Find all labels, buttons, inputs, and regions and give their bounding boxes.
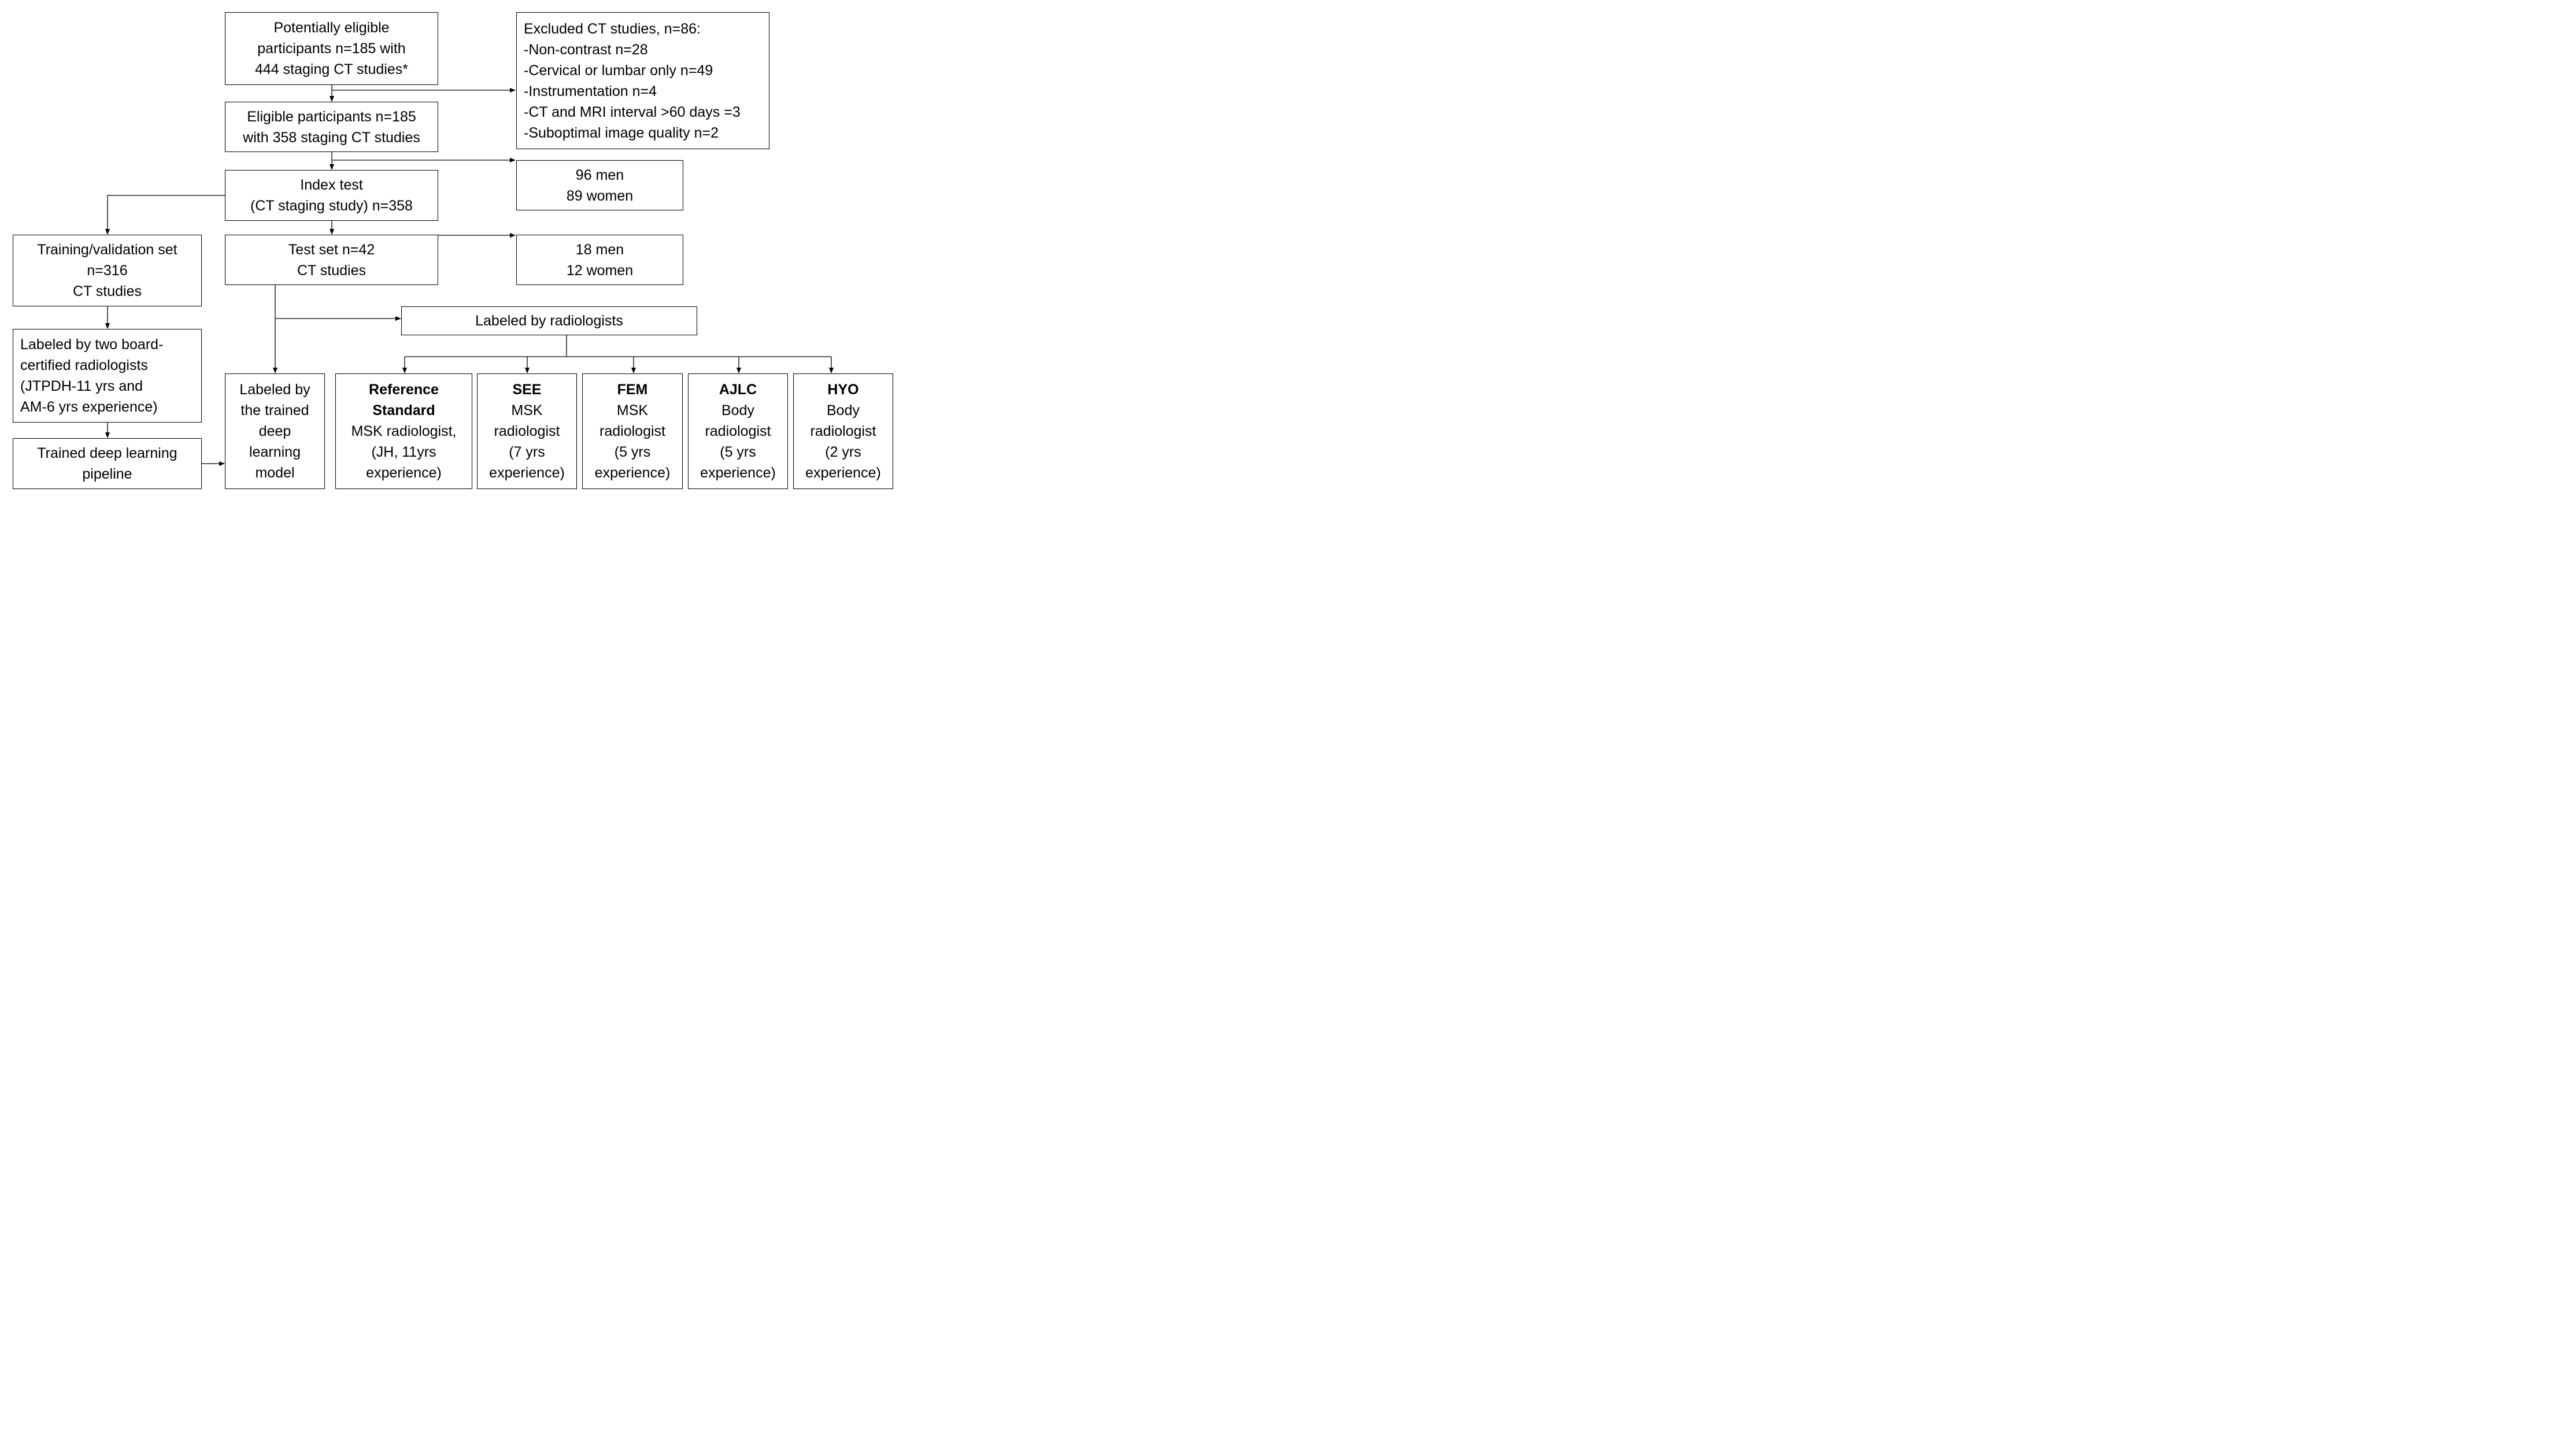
box-index-test: Index test (CT staging study) n=358 [225,170,438,221]
box-text-line: 18 men [575,241,624,258]
box-labeled-by-model: Labeled by the trained deep learning model [225,373,325,489]
box-text-line: CT studies [297,262,367,279]
box-text-line: -Suboptimal image quality n=2 [524,124,719,141]
box-text-line: pipeline [82,466,132,482]
box-text-line: SEE [512,382,542,398]
box-text-line: FEM [617,382,648,398]
box-text-line: Labeled by two board- [20,336,164,353]
arrow-to-training [105,195,225,235]
box-text-line: HYO [827,382,859,398]
box-text-line: deep [258,423,291,439]
box-eligible-participants: Eligible participants n=185 with 358 stag… [225,102,438,152]
box-text-line: -CT and MRI interval >60 days =3 [524,103,741,120]
box-text-line: (JTPDH-11 yrs and [20,378,143,394]
box-reader-hyo: HYO Body radiologist (2 yrs experience) [793,373,893,489]
box-text-line: with 358 staging CT studies [243,129,420,146]
box-text-line: Index test [300,177,363,193]
connector-layer [105,85,834,466]
box-text-line: radiologist [810,423,876,439]
box-text-line: radiologist [705,423,771,439]
box-text-line: Eligible participants n=185 [247,108,416,125]
box-labeled-two-radiologists: Labeled by two board-certified radiologi… [13,329,202,423]
box-test-set: Test set n=42 CT studies [225,235,438,285]
box-text-line: radiologist [599,423,665,439]
box-text-line: Body [721,402,754,419]
box-text-line: -Cervical or lumbar only n=49 [524,62,713,79]
box-text-line: Potentially eligible [273,20,390,36]
box-text-line: Labeled by radiologists [475,313,623,329]
box-training-set: Training/validation set n=316 CT studies [13,235,202,306]
box-text-line: 89 women [566,187,634,204]
box-reader-see: SEE MSK radiologist (7 yrs experience) [477,373,577,489]
box-text-line: Trained deep learning [37,445,177,461]
box-text-line: the trained [240,402,309,419]
box-text-line: (7 yrs [509,444,545,460]
box-text-line: (JH, 11yrs [371,444,436,460]
box-text-line: experience) [594,465,671,481]
box-text-line: 96 men [575,166,624,183]
box-reader-ajlc: AJLC Body radiologist (5 yrs experience) [688,373,788,489]
box-text-line: Reference [369,382,439,398]
box-text-line: Standard [372,402,435,419]
box-text-line: MSK [616,402,649,419]
box-text-line: experience) [489,465,565,481]
box-text-line: radiologist [494,423,560,439]
box-text-line: Test set n=42 [288,241,375,258]
box-trained-pipeline: Trained deep learning pipeline [13,438,202,489]
box-text-line: experience) [366,465,442,481]
box-sex-test: 18 men 12 women [516,235,683,285]
box-text-line: experience) [700,465,776,481]
box-text-line: Body [827,402,860,419]
box-text-line: experience) [805,465,881,481]
box-excluded-studies: Excluded CT studies, n=86: -Non-contrast … [516,12,769,149]
box-text-line: Labeled by [239,382,310,398]
flow-diagram: Potentially eligible participants n=185 w… [0,0,900,506]
box-text-line: Excluded CT studies, n=86: [524,20,701,37]
box-potentially-eligible: Potentially eligible participants n=185 w… [225,12,438,85]
box-text-line: n=316 [87,262,128,279]
box-text-line: MSK radiologist, [351,423,457,439]
box-text-line: -Instrumentation n=4 [524,83,657,99]
box-text-line: Training/validation set [37,242,177,258]
box-text-line: model [255,465,295,481]
box-text-line: AM-6 yrs experience) [20,399,158,415]
box-text-line: -Non-contrast n=28 [524,41,648,58]
box-labeled-by-radiologists: Labeled by radiologists [401,306,697,335]
box-text-line: (2 yrs [825,444,861,460]
box-text-line: CT studies [72,283,142,299]
box-text-line: MSK [511,402,543,419]
box-text-line: learning [249,444,301,460]
box-reader-fem: FEM MSK radiologist (5 yrs experience) [582,373,683,489]
box-sex-all: 96 men 89 women [516,160,683,210]
box-text-line: 12 women [566,262,634,279]
box-text-line: (CT staging study) n=358 [250,198,413,214]
box-text-line: certified radiologists [20,357,148,373]
box-text-line: AJLC [719,382,757,398]
box-text-line: participants n=185 with [257,40,406,57]
box-text-line: (5 yrs [614,444,651,460]
box-text-line: (5 yrs [720,444,756,460]
box-text-line: 444 staging CT studies* [255,61,408,77]
